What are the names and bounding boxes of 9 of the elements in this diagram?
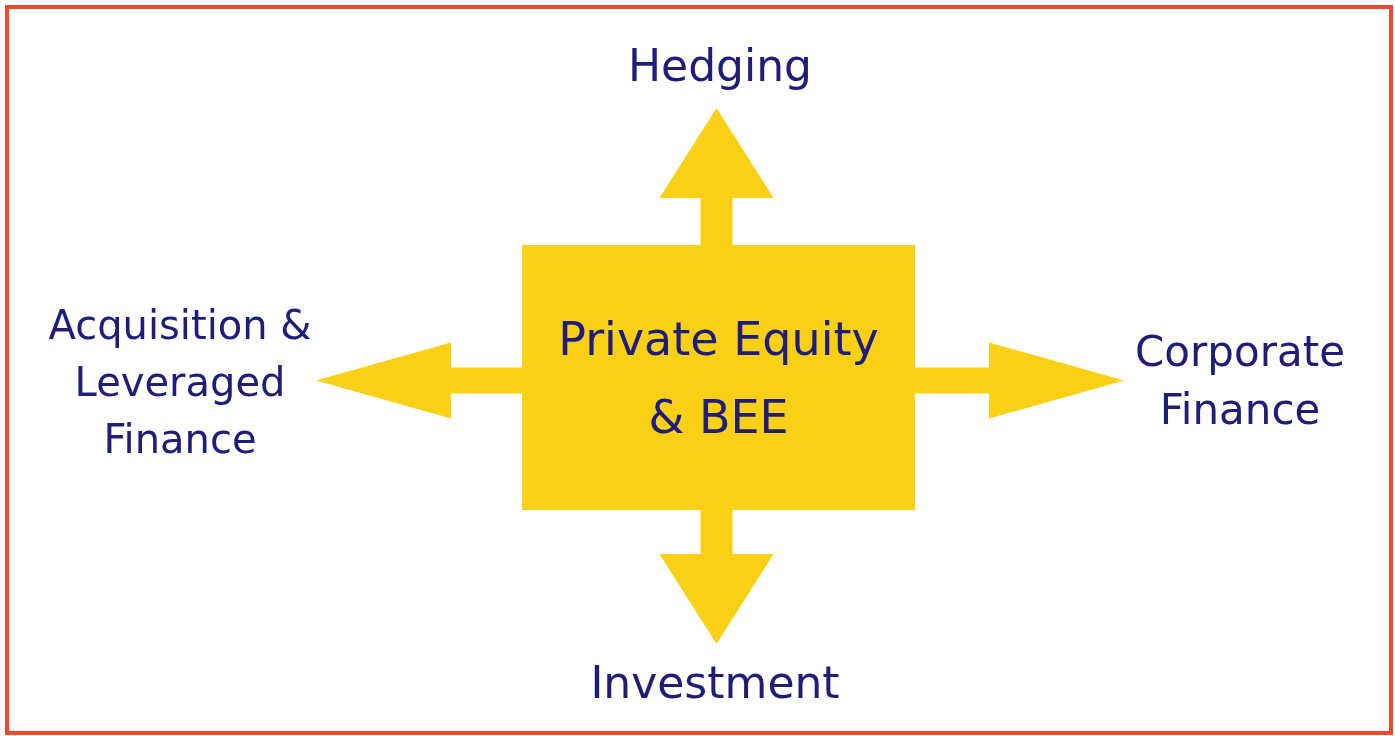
arrow [316, 342, 522, 419]
node-label: Acquisition & Leveraged Finance [44, 296, 316, 468]
arrow [659, 108, 774, 245]
box-label: Private Equity & BEE [557, 310, 880, 446]
node-label: Corporate Finance [1124, 318, 1356, 444]
node-label: Investment [580, 652, 850, 714]
center-box [522, 245, 915, 510]
node-label: Hedging [590, 36, 850, 96]
arrow [915, 342, 1124, 419]
